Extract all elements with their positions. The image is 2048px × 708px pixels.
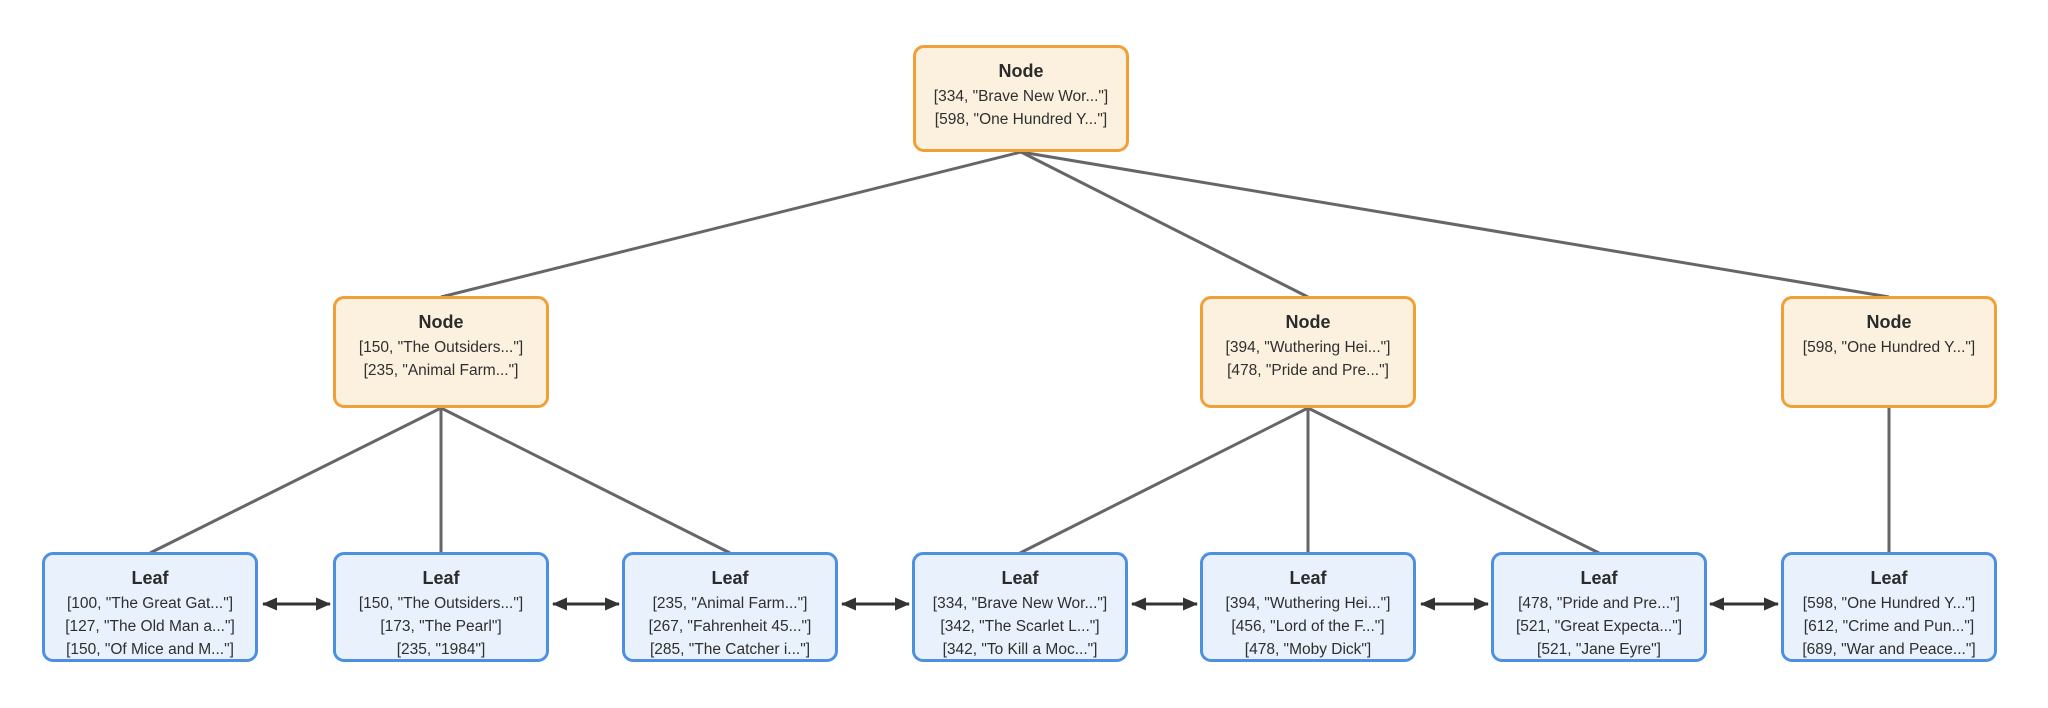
btree-internal-node-3: Node [598, "One Hundred Y..."] — [1781, 296, 1997, 408]
leaf-title: Leaf — [131, 568, 169, 588]
btree-root-node: Node [334, "Brave New Wor..."] [598, "On… — [913, 45, 1129, 152]
leaf-title: Leaf — [422, 568, 460, 588]
leaf-entry: [689, "War and Peace..."] — [1802, 641, 1976, 658]
node-entry: [478, "Pride and Pre..."] — [1227, 362, 1389, 379]
node-entry: [394, "Wuthering Hei..."] — [1225, 339, 1391, 356]
leaf-entry: [173, "The Pearl"] — [380, 618, 502, 635]
btree-leaf-node-5: Leaf [394, "Wuthering Hei..."] [456, "Lo… — [1200, 552, 1416, 662]
edge-node1-to-leaf3 — [440, 406, 731, 555]
leaf-entry: [456, "Lord of the F..."] — [1231, 618, 1385, 635]
edge-node2-to-leaf6 — [1307, 406, 1600, 555]
edge-node2-to-leaf4 — [1019, 406, 1309, 555]
node-entry: [235, "Animal Farm..."] — [363, 362, 519, 379]
leaf-entry: [394, "Wuthering Hei..."] — [1225, 595, 1391, 612]
btree-leaf-node-7: Leaf [598, "One Hundred Y..."] [612, "Cr… — [1781, 552, 1997, 662]
leaf-entry: [100, "The Great Gat..."] — [66, 595, 234, 612]
leaf-entry: [521, "Jane Eyre"] — [1537, 641, 1661, 658]
btree-leaf-node-2: Leaf [150, "The Outsiders..."] [173, "Th… — [333, 552, 549, 662]
leaf-title: Leaf — [1870, 568, 1908, 588]
btree-leaf-node-3: Leaf [235, "Animal Farm..."] [267, "Fahr… — [622, 552, 838, 662]
leaf-entry: [127, "The Old Man a..."] — [65, 618, 235, 635]
leaf-entry: [342, "The Scarlet L..."] — [940, 618, 1100, 635]
leaf-title: Leaf — [1580, 568, 1618, 588]
node-entry: [334, "Brave New Wor..."] — [933, 88, 1109, 105]
btree-leaf-node-1: Leaf [100, "The Great Gat..."] [127, "Th… — [42, 552, 258, 662]
leaf-entry: [235, "1984"] — [396, 641, 486, 658]
btree-leaf-node-4: Leaf [334, "Brave New Wor..."] [342, "Th… — [912, 552, 1128, 662]
edge-root-to-node3 — [1020, 150, 1890, 299]
leaf-entry: [285, "The Catcher i..."] — [649, 641, 811, 658]
edge-root-to-node2 — [1020, 150, 1309, 299]
node-title: Node — [1866, 312, 1912, 332]
leaf-entry: [334, "Brave New Wor..."] — [932, 595, 1108, 612]
node-entry: [598, "One Hundred Y..."] — [1802, 339, 1976, 356]
leaf-entry: [521, "Great Expecta..."] — [1515, 618, 1683, 635]
leaf-entry: [342, "To Kill a Moc..."] — [942, 641, 1098, 658]
leaf-title: Leaf — [711, 568, 749, 588]
leaf-entry: [598, "One Hundred Y..."] — [1802, 595, 1976, 612]
leaf-title: Leaf — [1001, 568, 1039, 588]
leaf-entry: [267, "Fahrenheit 45..."] — [648, 618, 812, 635]
btree-leaf-node-6: Leaf [478, "Pride and Pre..."] [521, "Gr… — [1491, 552, 1707, 662]
edge-root-to-node1 — [440, 150, 1022, 299]
node-entry: [150, "The Outsiders..."] — [358, 339, 524, 356]
btree-internal-node-1: Node [150, "The Outsiders..."] [235, "An… — [333, 296, 549, 408]
leaf-entry: [478, "Moby Dick"] — [1244, 641, 1372, 658]
edge-node1-to-leaf1 — [149, 406, 442, 555]
leaf-entry: [150, "The Outsiders..."] — [358, 595, 524, 612]
leaf-entry: [235, "Animal Farm..."] — [652, 595, 808, 612]
node-entry: [598, "One Hundred Y..."] — [934, 111, 1108, 128]
leaf-entry: [150, "Of Mice and M..."] — [66, 641, 234, 658]
node-title: Node — [418, 312, 464, 332]
node-title: Node — [1285, 312, 1331, 332]
leaf-entry: [478, "Pride and Pre..."] — [1518, 595, 1680, 612]
btree-internal-node-2: Node [394, "Wuthering Hei..."] [478, "Pr… — [1200, 296, 1416, 408]
leaf-entry: [612, "Crime and Pun..."] — [1803, 618, 1975, 635]
node-title: Node — [998, 61, 1044, 81]
leaf-title: Leaf — [1289, 568, 1327, 588]
